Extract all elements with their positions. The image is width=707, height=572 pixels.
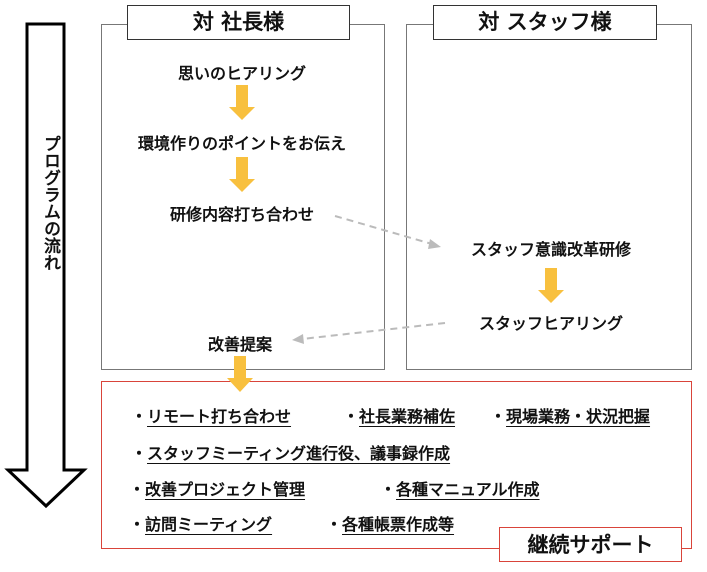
dashed-arrow-to-owner [301,322,446,340]
down-arrow-1 [229,85,255,120]
staff-panel [406,24,692,370]
support-title: 継続サポート [499,527,682,562]
down-arrow-2 [229,157,255,192]
staff-header: 対 スタッフ様 [433,5,657,40]
support-item: ・社長業務補佐 [343,407,456,426]
owner-panel [101,24,385,370]
support-item: ・各種マニュアル作成 [380,480,540,499]
down-arrow-4 [227,356,253,392]
step-environment-points: 環境作りのポイントをお伝え [137,134,347,153]
step-staff-training: スタッフ意識改革研修 [470,240,632,259]
big-down-arrow [4,22,88,509]
step-staff-hearing: スタッフヒアリング [478,314,624,333]
step-owner-hearing: 思いのヒアリング [177,64,307,83]
owner-header: 対 社長様 [127,5,350,40]
flow-label: プログラムの流れ [40,135,60,271]
support-item: ・各種帳票作成等 [326,515,455,534]
step-improvement-proposal: 改善提案 [207,335,273,354]
support-item: ・現場業務・状況把握 [490,407,651,426]
support-item: ・訪問ミーティング [129,515,273,534]
step-training-meeting: 研修内容打ち合わせ [169,205,315,224]
dashed-arrow-to-staff [334,215,433,245]
support-item: ・リモート打ち合わせ [131,407,292,426]
support-item: ・スタッフミーティング進行役、議事録作成 [131,444,451,463]
down-arrow-3 [538,268,564,303]
support-panel [101,381,692,549]
support-item: ・改善プロジェクト管理 [129,480,306,499]
